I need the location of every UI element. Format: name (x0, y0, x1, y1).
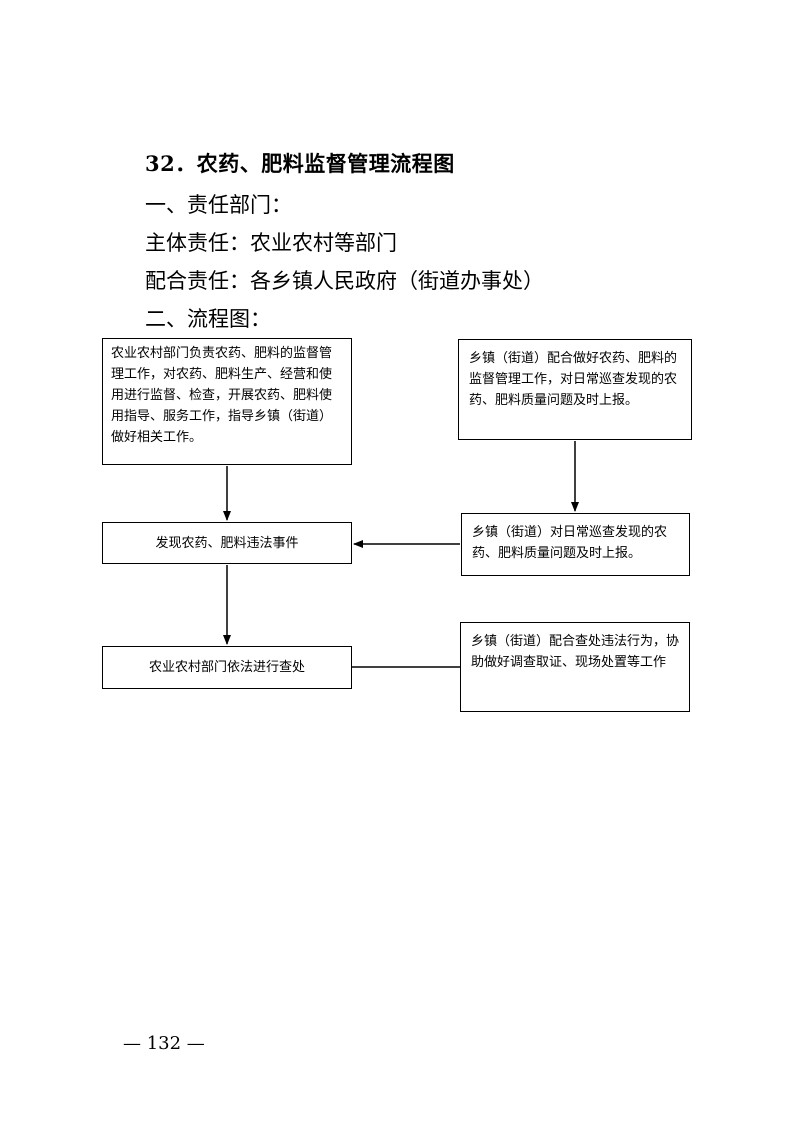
page-title: 32．农药、肥料监督管理流程图 (145, 151, 455, 176)
flow-box-town-assist: 乡镇（街道）配合查处违法行为，协助做好调查取证、现场处置等工作 (460, 622, 690, 712)
main-responsibility-text: 主体责任：农业农村等部门 (145, 231, 397, 255)
flow-box-town-report: 乡镇（街道）对日常巡查发现的农药、肥料质量问题及时上报。 (461, 513, 690, 576)
flow-box-dept-duty: 农业农村部门负责农药、肥料的监督管理工作，对农药、肥料生产、经营和使用进行监督、… (102, 338, 352, 465)
flow-box-dept-investigate: 农业农村部门依法进行查处 (102, 646, 352, 689)
section-heading-flowchart: 二、流程图： (145, 307, 271, 331)
flow-box-violation-found: 发现农药、肥料违法事件 (102, 522, 352, 564)
flow-box-town-cooperate: 乡镇（街道）配合做好农药、肥料的监督管理工作，对日常巡查发现的农药、肥料质量问题… (458, 339, 692, 440)
page-number: — 132 — (123, 1033, 205, 1054)
cooperating-responsibility-text: 配合责任：各乡镇人民政府（街道办事处） (145, 269, 544, 293)
section-heading-responsibility: 一、责任部门： (145, 193, 292, 217)
